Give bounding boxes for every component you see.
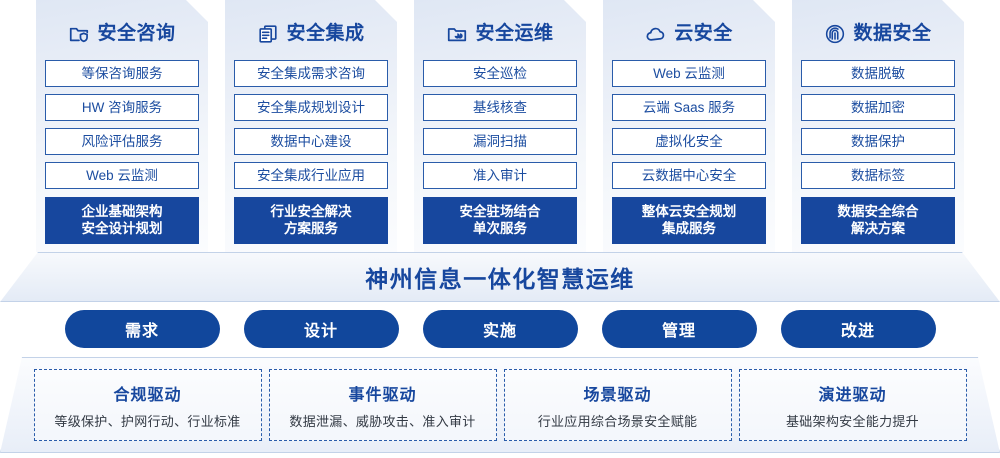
pillar-item[interactable]: 安全集成行业应用 bbox=[234, 162, 388, 189]
pillar-summary-line2: 解决方案 bbox=[851, 221, 905, 236]
pillar-item-list: 安全巡检 基线核查 漏洞扫描 准入审计 bbox=[423, 60, 577, 189]
pillar-title: 安全运维 bbox=[475, 23, 554, 44]
driver-description: 行业应用综合场景安全赋能 bbox=[537, 413, 698, 429]
pillar-item[interactable]: 数据保护 bbox=[801, 128, 955, 155]
pillar-header: 安全运维 bbox=[446, 21, 553, 47]
pillar-card-security-operations[interactable]: 安全运维 安全巡检 基线核查 漏洞扫描 准入审计 安全驻场结合 单次服务 bbox=[414, 0, 586, 252]
pie-chart-folder-icon bbox=[446, 23, 468, 45]
pillar-item[interactable]: 虚拟化安全 bbox=[612, 128, 766, 155]
cloud-icon bbox=[645, 23, 667, 45]
pillar-summary-line2: 单次服务 bbox=[473, 221, 527, 236]
pillar-item[interactable]: 数据脱敏 bbox=[801, 60, 955, 87]
driver-title: 事件驱动 bbox=[348, 386, 417, 404]
pillar-summary-line1: 企业基础架构 bbox=[81, 204, 163, 219]
pillar-item[interactable]: 基线核查 bbox=[423, 94, 577, 121]
pillar-card-security-integration[interactable]: 安全集成 安全集成需求咨询 安全集成规划设计 数据中心建设 安全集成行业应用 行… bbox=[225, 0, 397, 252]
drivers-row: 合规驱动 等级保护、护网行动、行业标准 事件驱动 数据泄漏、威胁攻击、准入审计 … bbox=[0, 357, 1000, 453]
pillar-summary[interactable]: 企业基础架构 安全设计规划 bbox=[45, 197, 199, 244]
pillar-summary[interactable]: 整体云安全规划 集成服务 bbox=[612, 197, 766, 244]
lifecycle-stage-row: 需求 设计 实施 管理 改进 bbox=[0, 310, 1000, 350]
pillar-summary-line1: 行业安全解决 bbox=[270, 204, 352, 219]
pillar-summary-line1: 数据安全综合 bbox=[837, 204, 919, 219]
stage-pill-implementation[interactable]: 实施 bbox=[422, 310, 578, 348]
pillar-header: 安全咨询 bbox=[68, 21, 175, 47]
pillar-summary-line2: 集成服务 bbox=[662, 221, 716, 236]
stage-pill-management[interactable]: 管理 bbox=[601, 310, 757, 348]
pillar-title: 安全咨询 bbox=[97, 23, 176, 44]
driver-title: 演进驱动 bbox=[818, 386, 887, 404]
pillar-summary[interactable]: 安全驻场结合 单次服务 bbox=[423, 197, 577, 244]
pillar-header: 云安全 bbox=[645, 21, 733, 47]
driver-card-evolution[interactable]: 演进驱动 基础架构安全能力提升 bbox=[738, 369, 967, 441]
pillar-item-list: 安全集成需求咨询 安全集成规划设计 数据中心建设 安全集成行业应用 bbox=[234, 60, 388, 189]
pillar-summary-line2: 方案服务 bbox=[284, 221, 338, 236]
pillar-item[interactable]: 安全集成需求咨询 bbox=[234, 60, 388, 87]
pillar-item[interactable]: 数据加密 bbox=[801, 94, 955, 121]
driver-description: 等级保护、护网行动、行业标准 bbox=[54, 413, 241, 429]
pillar-title: 安全集成 bbox=[286, 23, 365, 44]
documents-copy-icon bbox=[257, 23, 279, 45]
pillar-item[interactable]: 风险评估服务 bbox=[45, 128, 199, 155]
pillar-item[interactable]: 云端 Saas 服务 bbox=[612, 94, 766, 121]
pillar-item-list: 数据脱敏 数据加密 数据保护 数据标签 bbox=[801, 60, 955, 189]
pillar-item[interactable]: 数据标签 bbox=[801, 162, 955, 189]
platform-banner bbox=[0, 252, 1000, 302]
pillar-item[interactable]: 漏洞扫描 bbox=[423, 128, 577, 155]
pillar-card-row: 安全咨询 等保咨询服务 HW 咨询服务 风险评估服务 Web 云监测 企业基础架… bbox=[0, 0, 1000, 252]
pillar-title: 云安全 bbox=[674, 23, 733, 44]
fingerprint-icon bbox=[824, 23, 846, 45]
drivers-panel-background bbox=[0, 357, 1000, 453]
pillar-item[interactable]: 准入审计 bbox=[423, 162, 577, 189]
pillar-summary-line1: 安全驻场结合 bbox=[459, 204, 541, 219]
pillar-header: 安全集成 bbox=[257, 21, 364, 47]
pillar-card-security-consulting[interactable]: 安全咨询 等保咨询服务 HW 咨询服务 风险评估服务 Web 云监测 企业基础架… bbox=[36, 0, 208, 252]
stage-pill-improvement[interactable]: 改进 bbox=[780, 310, 936, 348]
pillar-item[interactable]: 安全巡检 bbox=[423, 60, 577, 87]
pillar-item[interactable]: Web 云监测 bbox=[612, 60, 766, 87]
stage-pill-design[interactable]: 设计 bbox=[243, 310, 399, 348]
driver-description: 数据泄漏、威胁攻击、准入审计 bbox=[289, 413, 476, 429]
pillar-card-data-security[interactable]: 数据安全 数据脱敏 数据加密 数据保护 数据标签 数据安全综合 解决方案 bbox=[792, 0, 964, 252]
pillar-item[interactable]: 等保咨询服务 bbox=[45, 60, 199, 87]
folder-shield-icon bbox=[68, 23, 90, 45]
pillar-item[interactable]: 数据中心建设 bbox=[234, 128, 388, 155]
pillar-title: 数据安全 bbox=[853, 23, 932, 44]
pillar-item-list: 等保咨询服务 HW 咨询服务 风险评估服务 Web 云监测 bbox=[45, 60, 199, 189]
driver-description: 基础架构安全能力提升 bbox=[785, 413, 919, 429]
pillar-item[interactable]: HW 咨询服务 bbox=[45, 94, 199, 121]
pillar-summary[interactable]: 数据安全综合 解决方案 bbox=[801, 197, 955, 244]
driver-title: 合规驱动 bbox=[113, 386, 182, 404]
stage-pill-requirement[interactable]: 需求 bbox=[64, 310, 220, 348]
driver-title: 场景驱动 bbox=[583, 386, 652, 404]
pillar-card-cloud-security[interactable]: 云安全 Web 云监测 云端 Saas 服务 虚拟化安全 云数据中心安全 整体云… bbox=[603, 0, 775, 252]
pillar-item[interactable]: 云数据中心安全 bbox=[612, 162, 766, 189]
pillar-summary-line1: 整体云安全规划 bbox=[641, 204, 737, 219]
pillar-header: 数据安全 bbox=[824, 21, 931, 47]
pillar-item[interactable]: 安全集成规划设计 bbox=[234, 94, 388, 121]
pillar-item-list: Web 云监测 云端 Saas 服务 虚拟化安全 云数据中心安全 bbox=[612, 60, 766, 189]
driver-card-compliance[interactable]: 合规驱动 等级保护、护网行动、行业标准 bbox=[33, 369, 262, 441]
pillar-summary[interactable]: 行业安全解决 方案服务 bbox=[234, 197, 388, 244]
driver-card-scenario[interactable]: 场景驱动 行业应用综合场景安全赋能 bbox=[503, 369, 732, 441]
driver-card-incident[interactable]: 事件驱动 数据泄漏、威胁攻击、准入审计 bbox=[268, 369, 497, 441]
pillar-summary-line2: 安全设计规划 bbox=[81, 221, 163, 236]
pillar-item[interactable]: Web 云监测 bbox=[45, 162, 199, 189]
